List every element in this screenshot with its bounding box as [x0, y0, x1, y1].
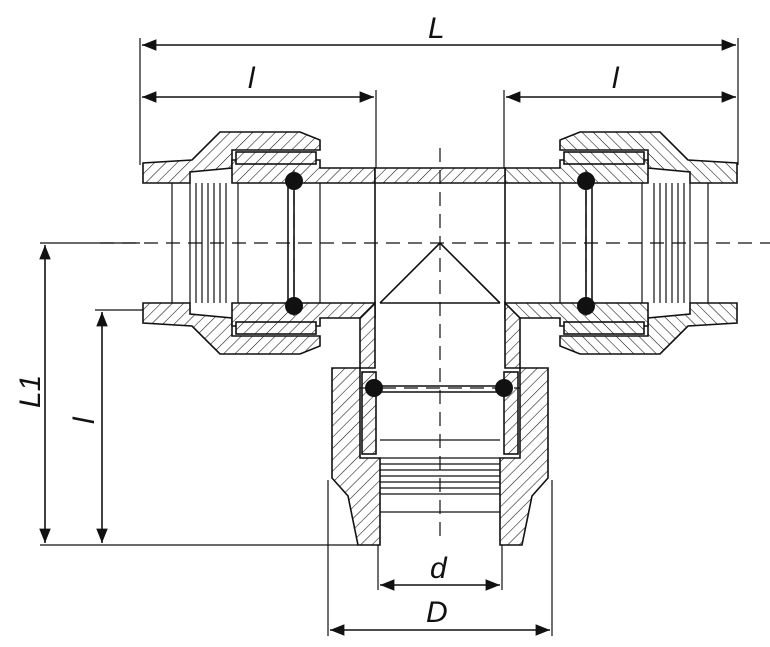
left-clamp-ring-top — [235, 151, 317, 165]
left-nut-top — [142, 131, 321, 184]
label-inner-diameter: d — [430, 552, 448, 585]
label-overall-length: L — [428, 12, 445, 45]
label-branch-height: L1 — [14, 375, 47, 408]
left-compression-end — [142, 131, 376, 355]
bottom-nut-left — [331, 367, 381, 546]
label-branch-length: l — [68, 416, 101, 424]
label-left-length: l — [248, 62, 256, 95]
label-right-length: l — [612, 62, 620, 95]
extension-lines — [40, 38, 739, 636]
left-nut-bottom — [142, 302, 321, 355]
label-outer-diameter: D — [426, 596, 448, 629]
bottom-nut-right — [499, 367, 549, 546]
right-compression-end — [504, 131, 738, 355]
left-clamp-ring-bottom — [235, 321, 317, 335]
